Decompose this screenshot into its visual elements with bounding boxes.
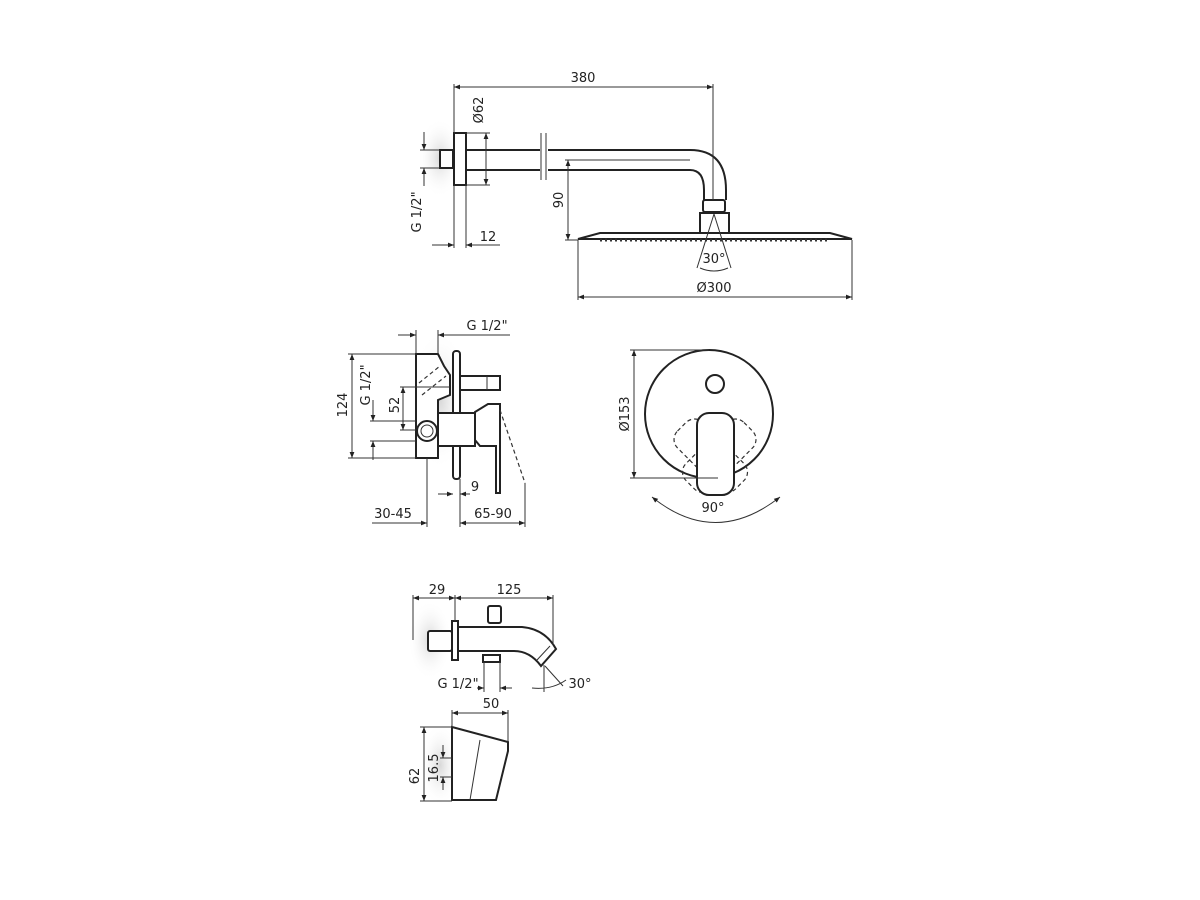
- label-d62: Ø62: [472, 97, 487, 124]
- thread-connector: [439, 149, 454, 169]
- label-g12-side: G 1/2": [359, 364, 374, 405]
- label-spout-angle: 30°: [568, 677, 591, 692]
- lever-handle: [474, 403, 501, 494]
- break-mark: [540, 133, 547, 180]
- label-9: 9: [471, 480, 479, 495]
- label-125: 125: [497, 583, 522, 598]
- label-d153: Ø153: [618, 396, 633, 431]
- diverter-button: [705, 374, 725, 394]
- holder-view: 50 62 16.5: [408, 697, 509, 807]
- spout-body: [457, 626, 558, 668]
- label-52: 52: [388, 397, 403, 414]
- label-30-45: 30-45: [374, 507, 412, 522]
- outlet-nut: [416, 420, 438, 442]
- mixer-front-view: Ø153 90°: [618, 349, 781, 523]
- wall-flange: [453, 132, 467, 186]
- label-g12-spout: G 1/2": [437, 677, 478, 692]
- arm-bend: [548, 149, 727, 200]
- cartridge: [437, 412, 476, 447]
- label-d300: Ø300: [696, 281, 731, 296]
- label-29: 29: [429, 583, 446, 598]
- label-g12-top: G 1/2": [466, 319, 507, 334]
- label-16-5: 16.5: [427, 754, 442, 783]
- label-124: 124: [336, 393, 351, 418]
- holder-body: [451, 725, 509, 801]
- label-g12-arm: G 1/2": [410, 191, 425, 232]
- spout-view: 29 125 G 1/2" 30°: [408, 583, 592, 692]
- shower-head: [577, 232, 853, 240]
- label-12: 12: [480, 230, 497, 245]
- shower-arm-view: 380 Ø62 G 1/2" 12 90 30° Ø300: [410, 71, 853, 300]
- label-50: 50: [483, 697, 500, 712]
- label-65-90: 65-90: [474, 507, 512, 522]
- front-handle: [696, 412, 735, 496]
- spout-diverter: [487, 605, 502, 624]
- label-90deg: 90°: [701, 501, 724, 516]
- arm-joint: [702, 199, 726, 213]
- spout-connector: [427, 630, 453, 652]
- label-spray-angle: 30°: [702, 252, 725, 267]
- label-380: 380: [571, 71, 596, 86]
- arm-pipe: [466, 149, 540, 171]
- label-90: 90: [552, 192, 567, 209]
- spout-underside: [482, 654, 501, 663]
- label-62: 62: [408, 768, 423, 785]
- mixer-side-view: G 1/2" 124 G 1/2" 52 9 30-45 65-90: [336, 319, 526, 527]
- diverter-knob: [459, 375, 501, 391]
